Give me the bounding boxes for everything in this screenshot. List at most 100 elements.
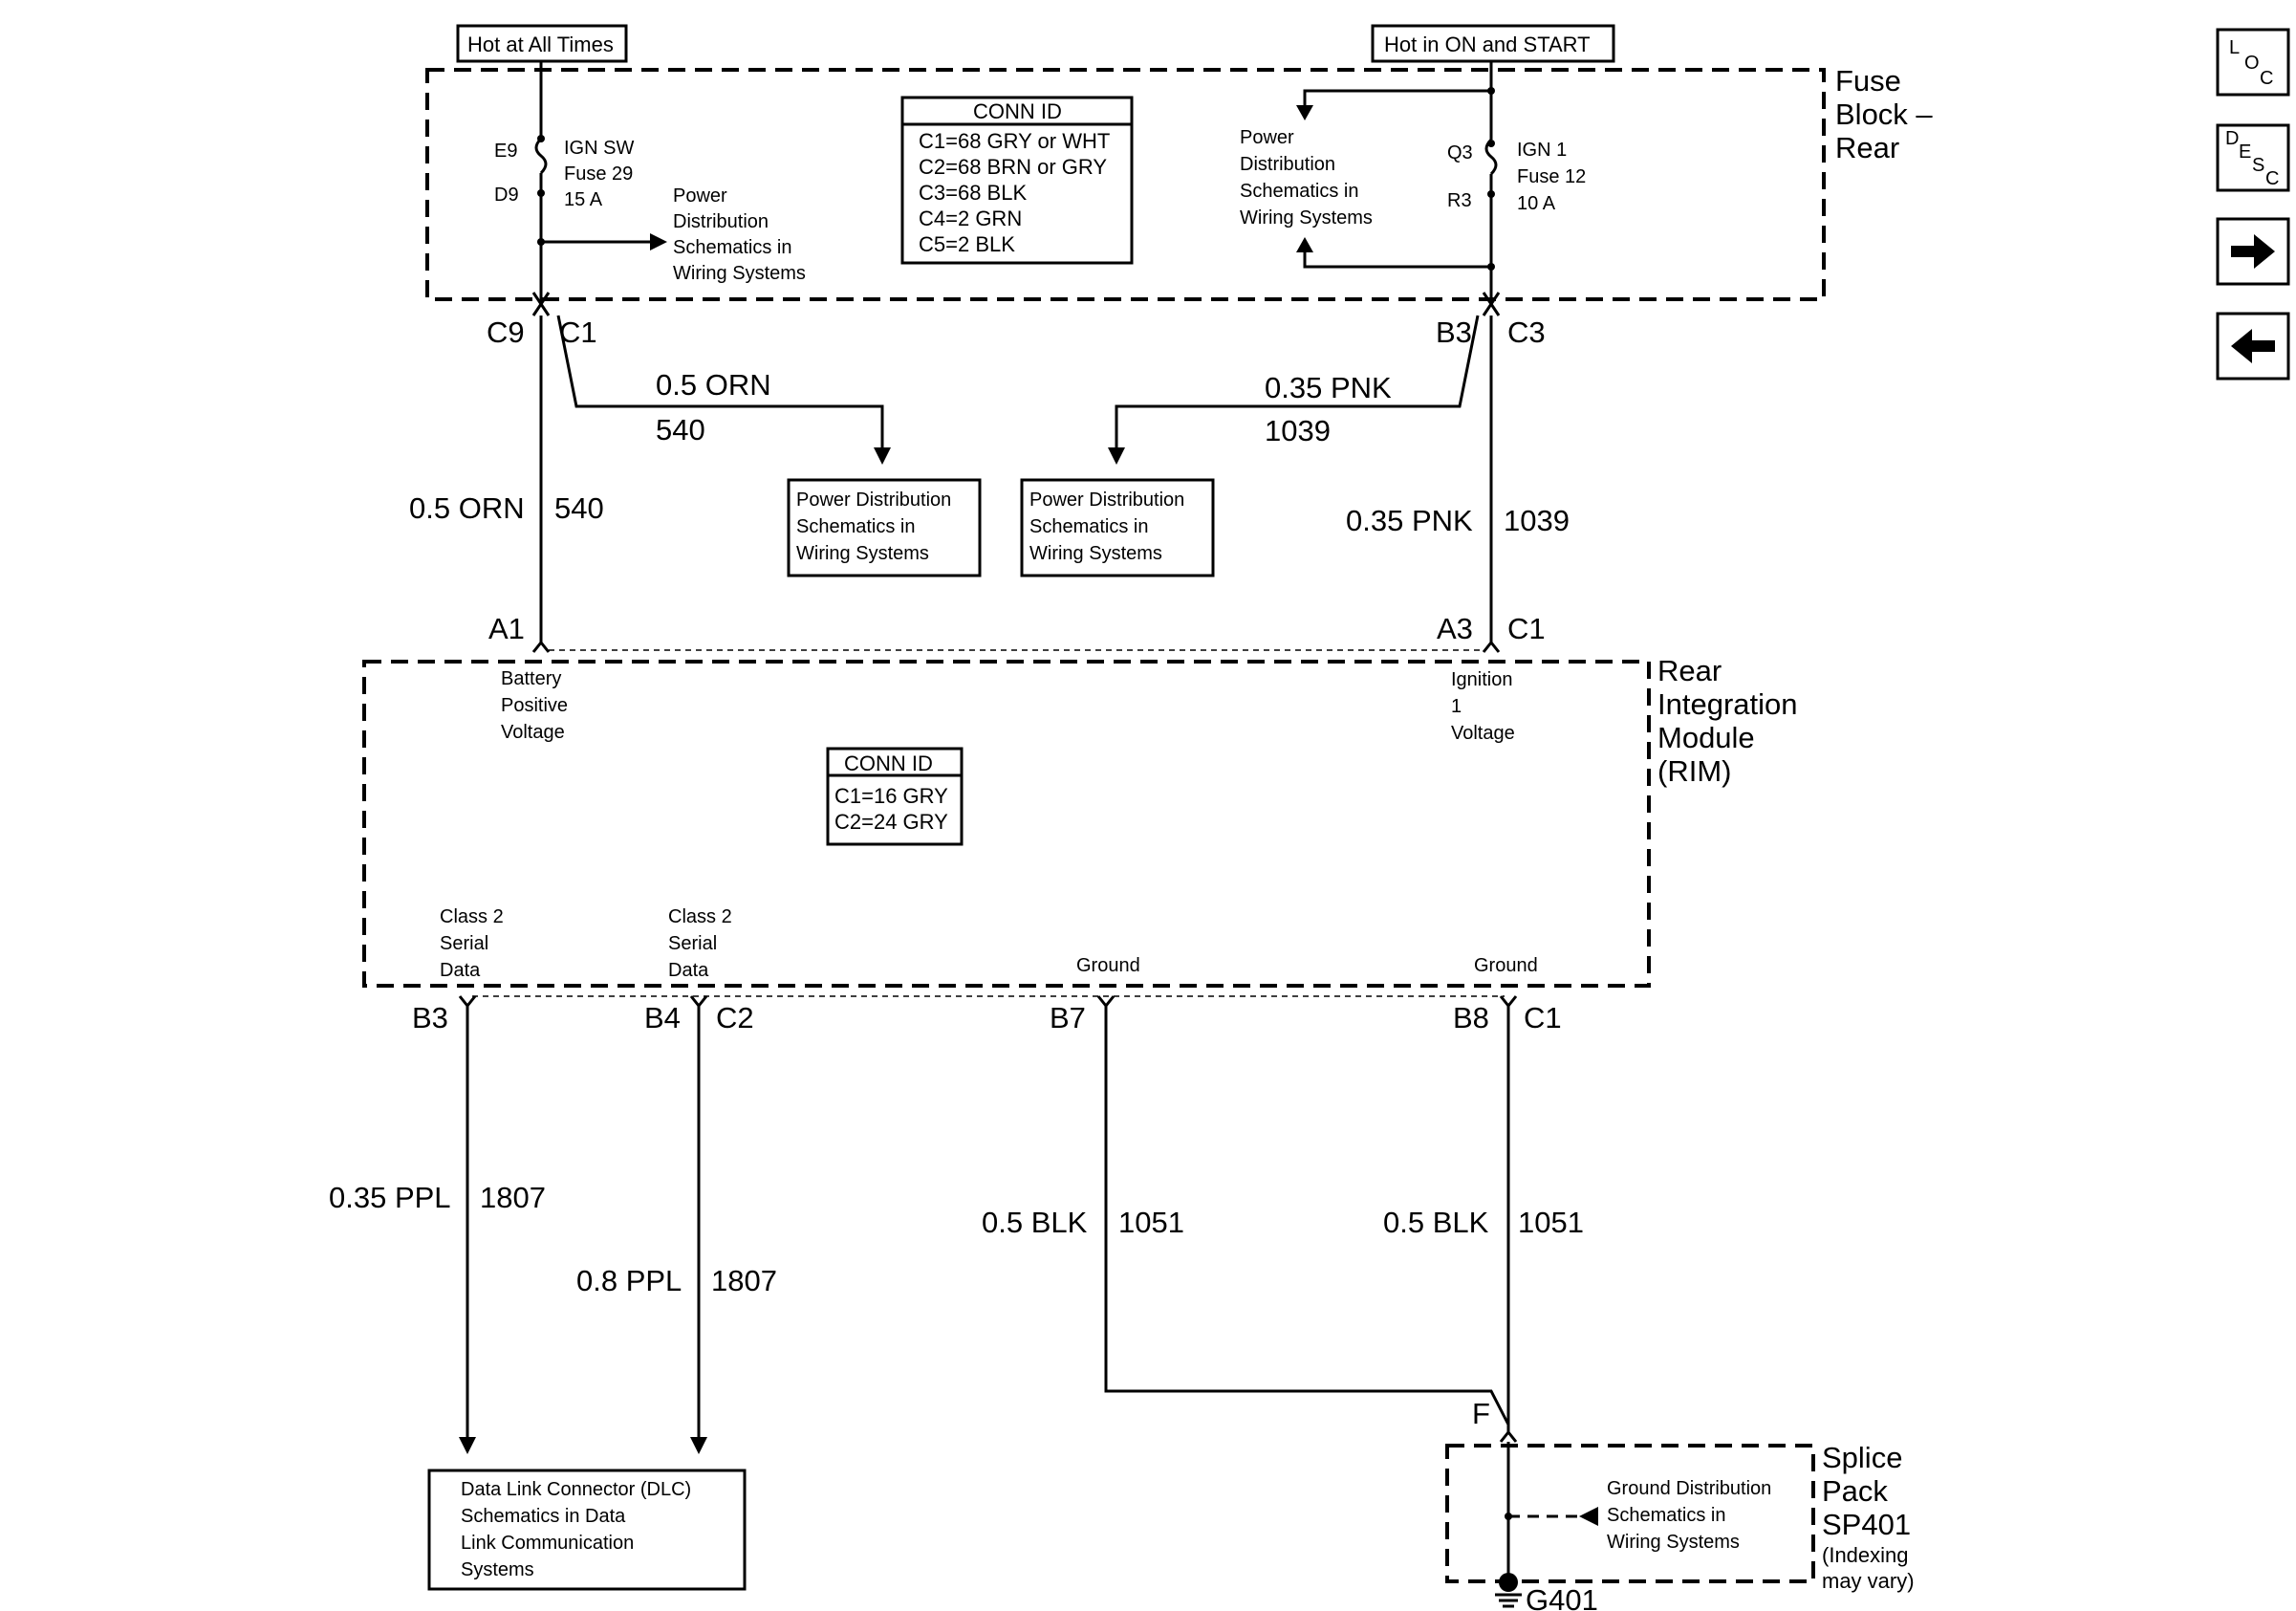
fuse-block-conn-id: CONN ID C1=68 GRY or WHT C2=68 BRN or GR… (900, 96, 1134, 265)
splice-note-1: (Indexing (1822, 1543, 1909, 1567)
serial1-label-3: Data (440, 960, 481, 981)
arrow-right-icon (2231, 234, 2275, 269)
rim-title-3: Module (1657, 721, 1755, 754)
svg-text:C9: C9 (487, 316, 525, 349)
w1-circuit: 1807 (480, 1181, 546, 1214)
svg-text:Power Distribution: Power Distribution (1029, 490, 1184, 511)
fuse-block-title-3: Rear (1835, 131, 1899, 164)
fuse-right-top-pin: Q3 (1447, 142, 1473, 163)
feed-right-wire: 0.35 PNK (1346, 504, 1473, 537)
svg-text:C3=68 BLK: C3=68 BLK (919, 181, 1027, 205)
svg-text:B8: B8 (1453, 1001, 1489, 1034)
rim-title-1: Rear (1657, 654, 1722, 687)
ground-ref-2: Schematics in (1607, 1505, 1726, 1526)
forward-button[interactable] (2216, 217, 2290, 286)
svg-text:Schematics in: Schematics in (796, 516, 916, 537)
fuse-left-ref-3: Schematics in (673, 237, 792, 258)
fuse-right-ref-1: Power (1240, 127, 1294, 148)
svg-text:Link Communication: Link Communication (461, 1533, 634, 1554)
fuse-block-outline (425, 68, 1826, 301)
battery-label-2: Positive (501, 695, 568, 716)
w3-wire: 0.5 BLK (982, 1206, 1088, 1239)
hot-at-all-times-label: Hot at All Times (456, 24, 628, 63)
connector-f: F (1472, 1397, 1518, 1443)
svg-text:C1: C1 (1507, 612, 1546, 645)
serial2-label-3: Data (668, 960, 709, 981)
fuse-12-symbol (1484, 138, 1498, 176)
w3-circuit: 1051 (1118, 1206, 1184, 1239)
ground-symbol-icon (1495, 1573, 1522, 1608)
svg-text:A1: A1 (488, 612, 525, 645)
branch-left-wire: 0.5 ORN (656, 368, 771, 402)
svg-text:Schematics in Data: Schematics in Data (461, 1506, 626, 1527)
svg-text:F: F (1472, 1397, 1490, 1430)
fuse-right-line-3: 10 A (1517, 193, 1556, 214)
ground-ref-1: Ground Distribution (1607, 1478, 1771, 1499)
fuse-29-symbol (534, 137, 548, 175)
ground2-label: Ground (1474, 955, 1538, 976)
desc-button[interactable]: D E S C (2216, 123, 2290, 192)
svg-text:S: S (2252, 155, 2264, 176)
arrow-left-icon (2231, 329, 2275, 363)
connector-b7: B7 (1050, 995, 1116, 1034)
w1-wire: 0.35 PPL (329, 1181, 451, 1214)
svg-text:Hot in ON and START: Hot in ON and START (1384, 33, 1591, 56)
connector-b3: B3 (412, 995, 477, 1034)
svg-text:Power Distribution: Power Distribution (796, 490, 951, 511)
fuse-right-ref-2: Distribution (1240, 154, 1335, 175)
svg-text:B3: B3 (412, 1001, 448, 1034)
rim-title-2: Integration (1657, 687, 1798, 721)
splice-title-1: Splice (1822, 1441, 1902, 1474)
back-button[interactable] (2216, 312, 2290, 381)
fuse-block-title-2: Block – (1835, 98, 1933, 131)
pd-box-right: Power Distribution Schematics in Wiring … (1020, 478, 1215, 577)
fuse-left-ref-1: Power (673, 185, 727, 207)
splice-pack-outline (1445, 1444, 1815, 1583)
svg-text:B3: B3 (1436, 316, 1472, 349)
svg-text:C1: C1 (559, 316, 597, 349)
battery-label-3: Voltage (501, 722, 565, 743)
svg-text:L: L (2229, 37, 2240, 58)
svg-text:B4: B4 (644, 1001, 681, 1034)
svg-text:A3: A3 (1437, 612, 1473, 645)
fuse-left-ref-4: Wiring Systems (673, 263, 806, 284)
splice-title-2: Pack (1822, 1474, 1888, 1508)
fuse-right-line-2: Fuse 12 (1517, 166, 1586, 187)
fuse-right-ref-4: Wiring Systems (1240, 207, 1373, 229)
ground-label: G401 (1526, 1583, 1598, 1611)
loc-button[interactable]: L O C (2216, 28, 2290, 97)
connector-b4-c2: B4 C2 (644, 995, 754, 1034)
fuse-left-ref-2: Distribution (673, 211, 769, 232)
serial2-label-2: Serial (668, 933, 717, 954)
svg-text:C4=2 GRN: C4=2 GRN (919, 207, 1022, 230)
serial1-label-1: Class 2 (440, 906, 504, 927)
fuse-left-line-2: Fuse 29 (564, 163, 633, 185)
svg-text:C: C (2265, 168, 2279, 189)
branch-right-wire: 0.35 PNK (1265, 371, 1392, 404)
ignition-label-2: 1 (1451, 696, 1462, 717)
svg-text:C1=68 GRY or WHT: C1=68 GRY or WHT (919, 129, 1110, 153)
svg-text:C2: C2 (716, 1001, 754, 1034)
branch-left-circuit: 540 (656, 413, 705, 446)
w2-circuit: 1807 (711, 1264, 777, 1297)
ground1-label: Ground (1076, 955, 1140, 976)
svg-text:Wiring Systems: Wiring Systems (1029, 543, 1162, 564)
svg-text:C5=2 BLK: C5=2 BLK (919, 232, 1015, 256)
ignition-label-1: Ignition (1451, 669, 1513, 690)
splice-note-2: may vary) (1822, 1569, 1915, 1593)
svg-text:Systems: Systems (461, 1559, 534, 1580)
fuse-left-top-pin: E9 (494, 141, 517, 162)
rim-title-4: (RIM) (1657, 754, 1731, 788)
svg-text:C2=24 GRY: C2=24 GRY (834, 810, 948, 834)
fuse-left-bottom-pin: D9 (494, 185, 519, 206)
w4-wire: 0.5 BLK (1383, 1206, 1489, 1239)
svg-text:C: C (2260, 68, 2273, 89)
connector-b8-c1: B8 C1 (1453, 995, 1562, 1034)
svg-text:B7: B7 (1050, 1001, 1086, 1034)
svg-text:E: E (2239, 142, 2251, 163)
fuse-right-bottom-pin: R3 (1447, 190, 1472, 211)
connector-a3-c1: A3 C1 (1437, 612, 1546, 653)
ground-ref-3: Wiring Systems (1607, 1532, 1740, 1553)
svg-text:D: D (2225, 128, 2239, 149)
